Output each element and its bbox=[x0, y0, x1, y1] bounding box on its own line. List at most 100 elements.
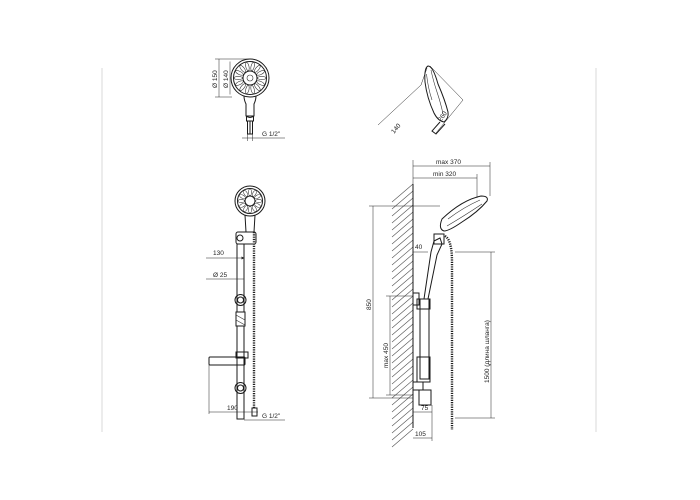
nozzle-petal bbox=[235, 70, 244, 76]
label-side-length: 260 bbox=[437, 110, 449, 123]
bottom-ring bbox=[234, 382, 247, 394]
nozzle-petal bbox=[233, 76, 243, 80]
hatch-line bbox=[391, 218, 414, 238]
label-max-slide: max 450 bbox=[383, 343, 390, 368]
hatch-line bbox=[391, 288, 414, 308]
label-holder-depth: 40 bbox=[415, 244, 423, 251]
hatch-line bbox=[391, 225, 414, 245]
hatch-line bbox=[391, 197, 414, 217]
hatch-line bbox=[391, 400, 414, 420]
lower-wall-bracket bbox=[412, 381, 424, 391]
hatch-line bbox=[391, 344, 414, 364]
hatch-line bbox=[391, 267, 414, 287]
front-rail-view: 130 Ø 25 190 G 1/2" bbox=[206, 185, 285, 421]
label-bottom-offset: 75 bbox=[421, 405, 429, 412]
rail-head-outer bbox=[234, 185, 266, 217]
label-inner-diameter: Ø 140 bbox=[223, 70, 230, 88]
rail-head-petals bbox=[237, 188, 263, 214]
label-wall-depth: 105 bbox=[415, 431, 426, 438]
side-hose bbox=[444, 234, 454, 430]
side-head-holder bbox=[433, 233, 445, 245]
nozzle-petal bbox=[248, 206, 252, 214]
label-max-reach: max 370 bbox=[436, 159, 461, 166]
hatch-line bbox=[391, 428, 414, 448]
nozzle-petal bbox=[255, 199, 263, 203]
head-core bbox=[246, 74, 254, 82]
hatch-line bbox=[391, 337, 414, 357]
hatch-line bbox=[391, 239, 414, 259]
slider-ring bbox=[234, 294, 247, 306]
hatch-line bbox=[391, 281, 414, 301]
hatch-line bbox=[391, 211, 414, 231]
hatch-line bbox=[391, 365, 414, 385]
nozzle-petal bbox=[243, 205, 249, 212]
nozzle-petal bbox=[239, 83, 246, 91]
label-total-height: 850 bbox=[366, 299, 373, 310]
hatch-line bbox=[391, 316, 414, 336]
label-hose-length: 1500 (длина шланга) bbox=[484, 320, 491, 383]
label-outer-diameter: Ø 150 bbox=[212, 70, 219, 88]
nozzle-petal bbox=[256, 70, 265, 76]
top-holder bbox=[235, 231, 257, 245]
nozzle-petal bbox=[239, 202, 246, 208]
head-handle bbox=[243, 95, 257, 118]
head-center-circle bbox=[242, 70, 258, 86]
nozzle-petal bbox=[248, 188, 252, 196]
hatch-line bbox=[391, 260, 414, 280]
nozzle-petal bbox=[245, 84, 250, 94]
hatch-line bbox=[391, 421, 414, 441]
side-rail-head bbox=[439, 195, 488, 232]
nozzle-petal bbox=[251, 205, 257, 212]
hatch-line bbox=[391, 309, 414, 329]
nozzle-petal bbox=[237, 199, 245, 203]
rail-head-inner bbox=[237, 188, 263, 214]
hatch-line bbox=[391, 407, 414, 427]
hatch-line bbox=[391, 295, 414, 315]
side-head-body bbox=[424, 65, 449, 123]
label-min-reach: min 320 bbox=[433, 171, 457, 178]
nozzle-petal bbox=[254, 65, 261, 73]
hatch-line bbox=[391, 232, 414, 252]
top-holder-knob bbox=[236, 234, 244, 242]
nozzle-petal bbox=[251, 190, 257, 197]
side-bottom-block bbox=[418, 389, 432, 406]
hatch-line bbox=[391, 351, 414, 371]
hatch-line bbox=[391, 274, 414, 294]
rail-head-center bbox=[244, 195, 256, 207]
hatch-line bbox=[391, 246, 414, 266]
nozzle-petal bbox=[235, 80, 244, 86]
hatch-line bbox=[391, 204, 414, 224]
head-nozzle-petals bbox=[233, 62, 267, 94]
side-head-view: 140 260 bbox=[377, 65, 464, 135]
nozzle-petal bbox=[250, 62, 255, 72]
hatch-line bbox=[391, 414, 414, 434]
handle-thread-stub bbox=[247, 120, 253, 135]
hatch-line bbox=[391, 372, 414, 392]
hatch-line bbox=[391, 386, 414, 406]
hatch-line bbox=[391, 183, 414, 203]
head-inner-circle bbox=[233, 61, 267, 95]
label-head-thread: G 1/2" bbox=[262, 131, 281, 138]
front-head-view: Ø 150 Ø 140 G 1/2" bbox=[212, 58, 285, 141]
nozzle-petal bbox=[256, 80, 265, 86]
label-rail-depth: 190 bbox=[227, 405, 238, 412]
head-outer-circle bbox=[230, 58, 270, 98]
label-side-width: 140 bbox=[390, 122, 403, 135]
label-rail-thread: G 1/2" bbox=[262, 413, 281, 420]
side-upper-slider bbox=[416, 298, 431, 310]
nozzle-petal bbox=[239, 194, 246, 200]
soap-dish bbox=[208, 356, 246, 366]
soap-dish-clamp bbox=[235, 351, 249, 359]
wall-hatching bbox=[391, 183, 414, 448]
nozzle-petal bbox=[243, 190, 249, 197]
nozzle-petal bbox=[239, 65, 246, 73]
label-rail-offset: 130 bbox=[213, 250, 224, 257]
upper-wall-bracket bbox=[412, 292, 420, 306]
hatch-line bbox=[391, 253, 414, 273]
hatch-line bbox=[391, 323, 414, 343]
nozzle-petal bbox=[254, 83, 261, 91]
side-rail bbox=[419, 298, 430, 380]
hatch-line bbox=[391, 358, 414, 378]
nozzle-petal bbox=[254, 194, 261, 200]
